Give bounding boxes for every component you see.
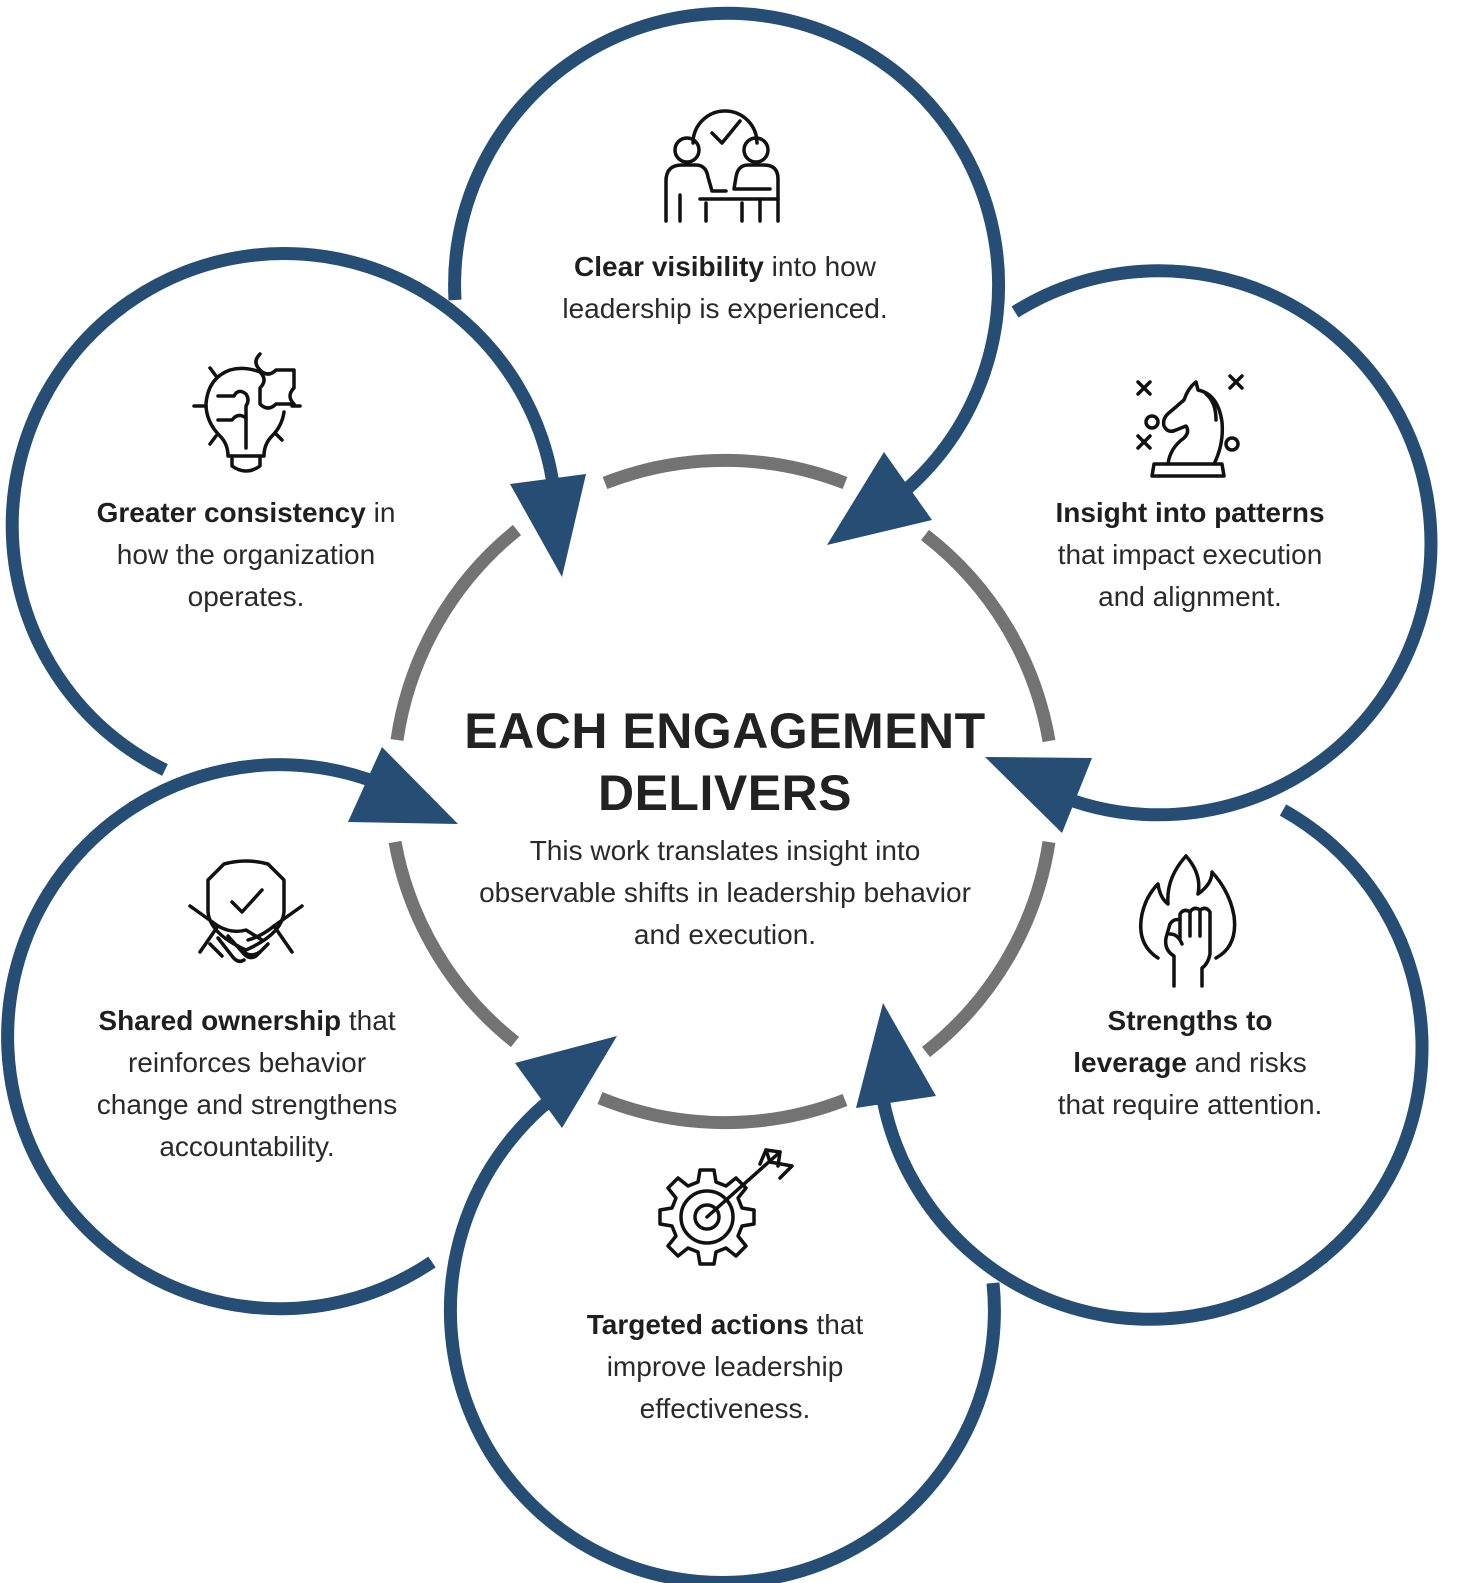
node-text-strengths-leverage: Strengths to leverage and risks that req…	[1055, 1000, 1325, 1126]
center-description: This work translates insight into observ…	[479, 835, 971, 950]
node-text-shared-ownership: Shared ownership that reinforces behavio…	[92, 1000, 402, 1168]
arrowhead-bottom	[515, 1036, 617, 1128]
node-bold: Clear visibility	[574, 251, 764, 282]
arrowhead-right	[985, 757, 1092, 833]
arrowhead-top-right	[827, 452, 932, 545]
chess-knight-strategy-icon	[1136, 374, 1244, 478]
arc-lower-right	[873, 804, 1429, 1326]
node-text-targeted-actions: Targeted actions that improve leadership…	[580, 1304, 870, 1430]
inner-ring-segment	[388, 840, 520, 1048]
arrowheads	[348, 452, 1092, 1128]
inner-ring-segment	[921, 529, 1056, 743]
inner-ring-segment	[597, 1091, 848, 1130]
arc-bottom	[443, 1074, 1001, 1583]
arrowhead-upper-left	[510, 474, 586, 577]
node-bold: Targeted actions	[586, 1309, 809, 1340]
node-bold: Insight into patterns	[1055, 497, 1325, 528]
arc-top	[448, 6, 1006, 493]
inner-ring-segment	[390, 524, 522, 741]
fist-flame-icon	[1139, 854, 1237, 988]
arc-upper-left	[5, 247, 562, 776]
node-bold: Shared ownership	[98, 1005, 342, 1036]
lightbulb-puzzle-icon	[192, 352, 302, 473]
center-title-line1: EACH ENGAGEMENT	[464, 703, 986, 759]
inner-ring-segment	[602, 453, 848, 490]
node-rest: that improve leadership effectiveness.	[606, 1309, 864, 1424]
node-text-greater-consistency: Greater consistency in how the organizat…	[96, 492, 396, 618]
arc-lower-left	[1, 758, 436, 1316]
node-rest: and risks that require attention.	[1057, 1047, 1323, 1120]
center-title: EACH ENGAGEMENT DELIVERS	[430, 700, 1020, 824]
center-title-line2: DELIVERS	[597, 765, 853, 821]
shield-handshake-icon	[188, 859, 304, 964]
node-bold: Greater consistency	[96, 497, 366, 528]
node-text-clear-visibility: Clear visibility into how leadership is …	[560, 246, 890, 330]
gear-target-arrow-icon	[658, 1148, 794, 1266]
node-rest: into how leadership is experienced.	[562, 251, 888, 324]
node-bold: Strengths to leverage	[1073, 1005, 1273, 1078]
node-rest: that impact execution and alignment.	[1057, 539, 1323, 612]
node-rest: in how the organization operates.	[116, 497, 396, 612]
node-rest: that reinforces behavior change and stre…	[96, 1005, 398, 1162]
arc-upper-right	[1011, 264, 1438, 822]
node-text-insight-patterns: Insight into patterns that impact execut…	[1052, 492, 1328, 618]
inner-ring	[388, 453, 1056, 1130]
inner-ring-segment	[921, 841, 1056, 1058]
arrowhead-left	[348, 747, 458, 824]
outer-arcs	[1, 6, 1438, 1583]
arrowhead-lower-right	[856, 1003, 936, 1108]
people-checkmark-icon	[664, 109, 780, 223]
